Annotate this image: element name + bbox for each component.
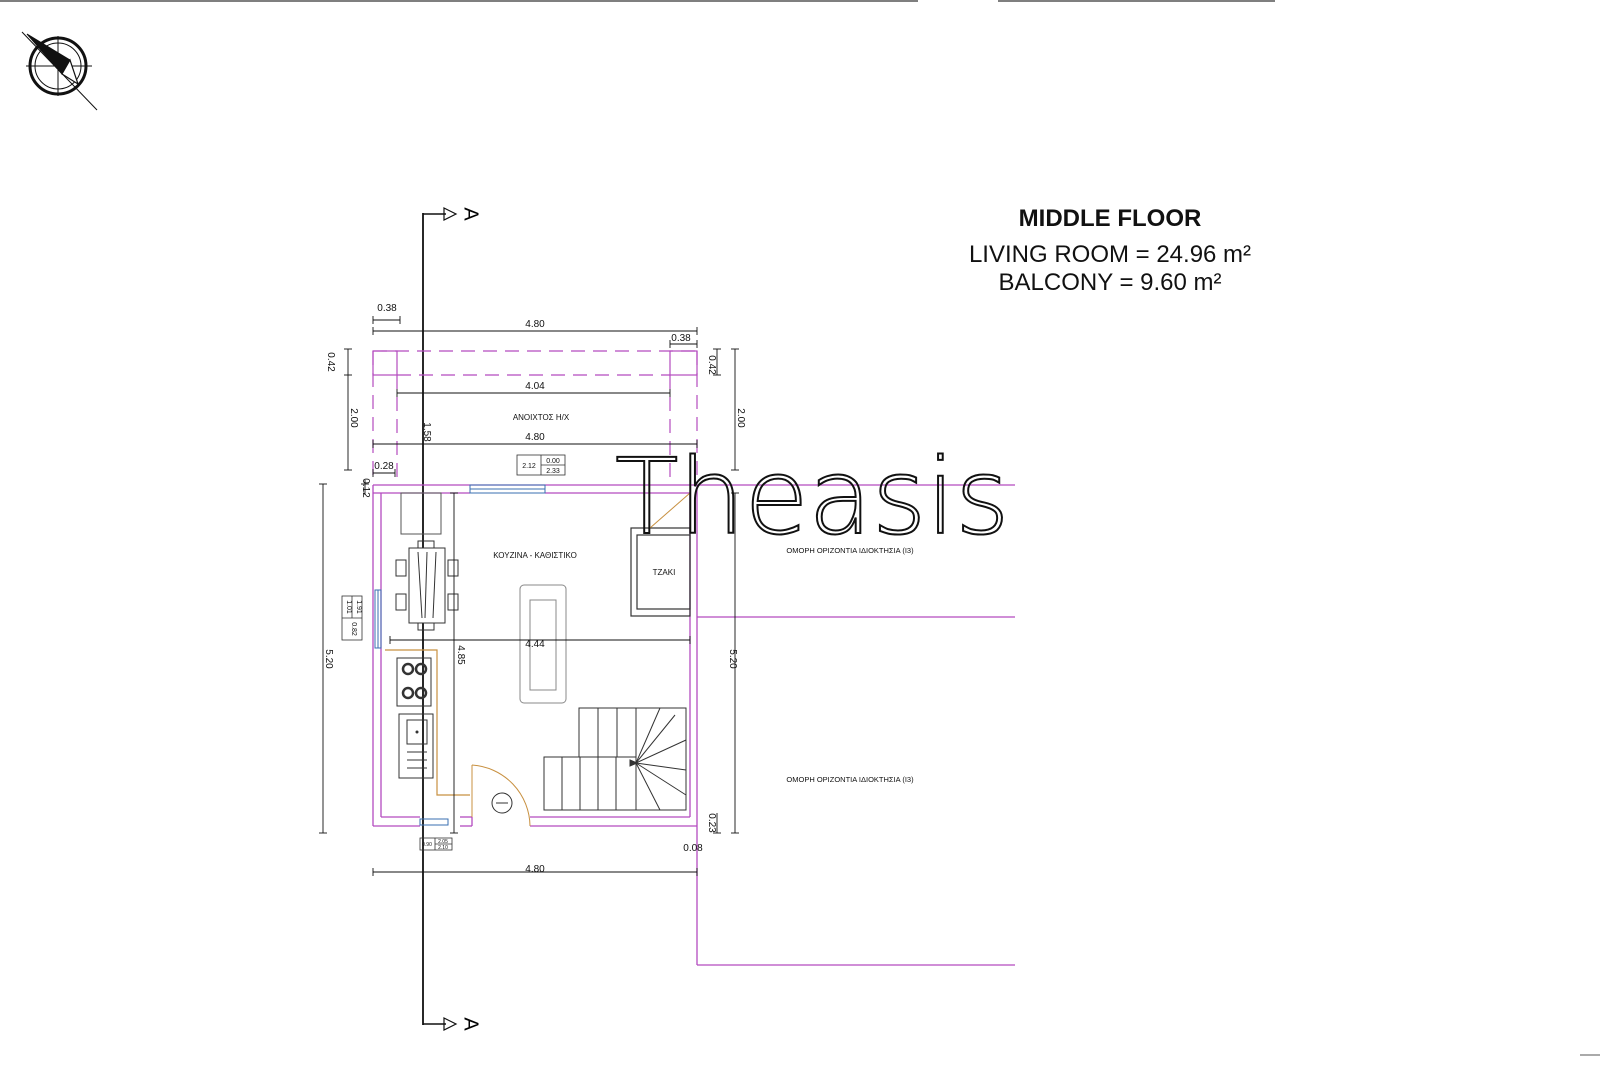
fridge	[400, 492, 442, 535]
window-tag-balcony	[516, 454, 566, 476]
balcony-door	[469, 484, 546, 494]
tag-balcony-a: 2.12	[522, 463, 536, 470]
side-window	[374, 589, 382, 649]
dim-bottom-008: 0.08	[683, 843, 703, 854]
dim-inner-485: 4.85	[455, 645, 466, 665]
tag-entry-b: 2.05	[438, 839, 448, 845]
dim-left-012: 0.12	[360, 478, 371, 498]
dim-top-overall: 4.80	[525, 319, 545, 330]
window-tag-labels: 2.12 0.00 2.33 1.91 1.01 0.82 0.90 2.05 …	[345, 458, 560, 851]
tag-entry-a: 0.90	[422, 842, 432, 848]
balcony-outline	[372, 350, 698, 480]
room-labels: ΑΝΟΙΧΤΟΣ Η/Χ ΚΟΥΖΙΝΑ - ΚΑΘΙΣΤΙΚΟ ΤΖΑΚΙ Ο…	[493, 413, 914, 784]
section-mark-bottom: A	[460, 1017, 482, 1031]
floor-title: MIDDLE FLOOR	[1018, 205, 1202, 232]
tag-balcony-b: 0.00	[546, 458, 560, 465]
tag-side-a: 1.91	[355, 600, 362, 614]
dimension-labels: 0.38 4.80 0.38 4.04 4.80 0.28 4.44 0.08 …	[323, 303, 746, 875]
tag-side-b: 1.01	[345, 600, 352, 614]
tag-entry-c: 2.10	[438, 845, 448, 851]
neighbor-label-2: ΟΜΟΡΗ ΟΡΙΖΟΝΤΙΑ ΙΔΙΟΚΤΗΣΙΑ (Ι3)	[786, 775, 914, 784]
dim-right-200: 2.00	[735, 408, 746, 428]
living-label: ΚΟΥΖΙΝΑ - ΚΑΘΙΣΤΙΚΟ	[493, 551, 577, 560]
tag-side-c: 0.82	[350, 622, 357, 636]
title-block: MIDDLE FLOOR LIVING ROOM = 24.96 m² BALC…	[940, 205, 1280, 297]
dim-right-023: 0.23	[706, 813, 717, 833]
balcony-label: ΑΝΟΙΧΤΟΣ Η/Χ	[513, 413, 570, 422]
dim-bottom-overall: 4.80	[525, 864, 545, 875]
dining-table	[395, 540, 459, 631]
dim-right-520: 5.20	[727, 649, 738, 669]
tag-balcony-c: 2.33	[546, 468, 560, 475]
dim-right-042: 0.42	[706, 355, 717, 375]
dim-v-158: 1.58	[421, 422, 432, 442]
dim-top-left-col: 0.38	[377, 303, 397, 314]
dim-left-028: 0.28	[374, 461, 394, 472]
dim-left-520: 5.20	[323, 649, 334, 669]
staircase	[543, 707, 687, 811]
living-room-area: LIVING ROOM = 24.96 m²	[968, 241, 1252, 268]
dim-top-right-col: 0.38	[671, 333, 691, 344]
window-tag-entry	[419, 837, 453, 851]
sofa	[519, 584, 567, 704]
balcony-area: BALCONY = 9.60 m²	[998, 269, 1222, 296]
kitchen-counter	[385, 649, 470, 796]
dim-left-042: 0.42	[325, 352, 336, 372]
dimension-lines	[319, 316, 739, 876]
dim-left-200: 2.00	[348, 408, 359, 428]
fireplace-label: ΤΖΑΚΙ	[653, 568, 676, 577]
watermark-logo: Theasis	[615, 436, 1009, 558]
dim-balcony-inner: 4.04	[525, 381, 545, 392]
dim-inner-444: 4.44	[525, 639, 545, 650]
entry-door	[471, 764, 531, 827]
compass-icon	[21, 31, 98, 111]
fireplace	[630, 492, 691, 617]
window-tag-side	[341, 595, 363, 641]
walls	[372, 484, 1015, 966]
section-mark-top: A	[460, 207, 482, 221]
neighbor-label-1: ΟΜΟΡΗ ΟΡΙΖΟΝΤΙΑ ΙΔΙΟΚΤΗΣΙΑ (Ι3)	[786, 546, 914, 555]
entry-window	[419, 818, 449, 826]
dim-balcony-edge: 4.80	[525, 432, 545, 443]
